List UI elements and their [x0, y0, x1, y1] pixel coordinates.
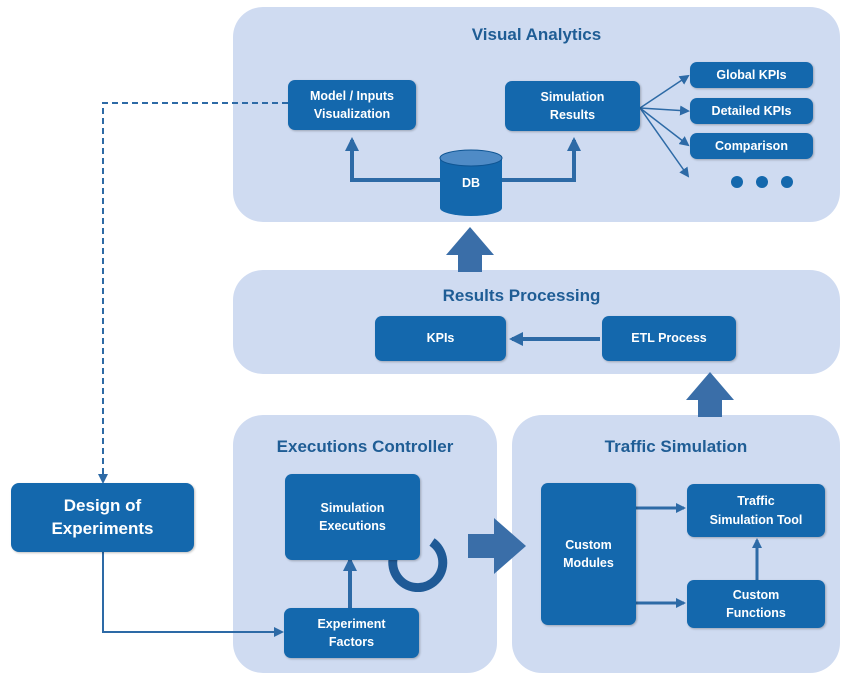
visual-analytics-title: Visual Analytics: [471, 25, 602, 44]
db-label: DB: [461, 176, 481, 190]
comparison-box: Comparison: [690, 133, 813, 159]
more-dot-1: [731, 176, 743, 188]
design-of-experiments-line1: Design of: [63, 496, 142, 516]
detailed-kpis-box: Detailed KPIs: [690, 98, 813, 124]
results-processing-panel: Results Processing: [233, 270, 840, 374]
fan-arrow-more: [639, 107, 690, 178]
experiment-factors-line2: Factors: [328, 635, 375, 649]
results-processing-title: Results Processing: [442, 286, 601, 305]
custom-modules-line2: Modules: [563, 556, 614, 570]
design-of-experiments-line2: Experiments: [51, 518, 154, 538]
global-kpis-box: Global KPIs: [690, 62, 813, 88]
results-to-analytics-block-arrow: [446, 227, 494, 272]
etl-process-box: ETL Process: [602, 316, 736, 361]
model-inputs-line2: Visualization: [313, 107, 391, 121]
design-to-factors-arrow: [102, 552, 284, 637]
db-to-results-arrow: [502, 137, 581, 182]
custom-functions-line1: Custom: [732, 587, 780, 602]
executions-controller-title: Executions Controller: [276, 437, 454, 456]
kpis-box: KPIs: [375, 316, 506, 361]
simulation-to-results-block-arrow: [686, 372, 734, 417]
simulation-results-line1: Simulation: [540, 89, 605, 104]
simulation-executions-line2: Executions: [319, 519, 386, 533]
experiment-factors-line1: Experiment: [317, 616, 386, 631]
more-dot-3: [781, 176, 793, 188]
traffic-sim-tool-line1: Traffic: [737, 494, 775, 509]
simulation-results-line2: Results: [549, 108, 596, 122]
traffic-sim-tool-line2: Simulation Tool: [709, 512, 803, 527]
db-to-model-arrow: [345, 137, 440, 182]
more-dot-2: [756, 176, 768, 188]
fan-arrow-global: [639, 74, 690, 109]
traffic-simulation-title: Traffic Simulation: [604, 437, 748, 456]
simulation-executions-line1: Simulation: [320, 500, 385, 515]
custom-modules-line1: Custom: [565, 537, 612, 552]
custom-functions-line2: Functions: [726, 606, 786, 620]
model-to-design-dashed-arrow: [98, 102, 288, 484]
db-cylinder-icon: [439, 149, 503, 216]
fan-arrow-detailed: [639, 105, 690, 116]
controller-to-simulation-block-arrow: [468, 518, 526, 574]
fan-arrow-comparison: [639, 107, 690, 147]
model-inputs-line1: Model / Inputs: [309, 88, 395, 103]
